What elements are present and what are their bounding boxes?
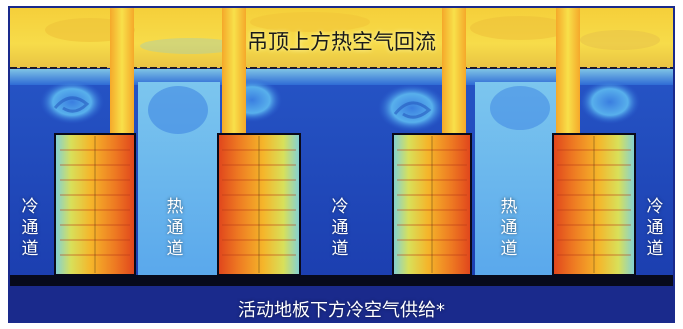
airflow-eddies <box>40 78 640 132</box>
exhaust-plumes <box>110 8 580 134</box>
cold-aisle-label: 冷通道 <box>331 197 349 259</box>
underfloor-cold-supply-label: 活动地板下方冷空气供给* <box>238 300 445 321</box>
hot-aisle-label: 热通道 <box>500 197 518 259</box>
rack-1 <box>54 133 136 276</box>
hot-aisle-label: 热通道 <box>166 197 184 259</box>
rack-2 <box>217 133 301 276</box>
rack-3 <box>392 133 472 276</box>
raised-floor-slab <box>10 275 673 286</box>
underfloor-plenum <box>10 286 673 321</box>
rack-4 <box>552 133 636 276</box>
ceiling-transition <box>10 69 673 85</box>
cold-aisle-label: 冷通道 <box>21 197 39 259</box>
ceiling-hot-return-label: 吊顶上方热空气回流 <box>247 30 436 54</box>
cold-aisle-label: 冷通道 <box>646 197 664 259</box>
